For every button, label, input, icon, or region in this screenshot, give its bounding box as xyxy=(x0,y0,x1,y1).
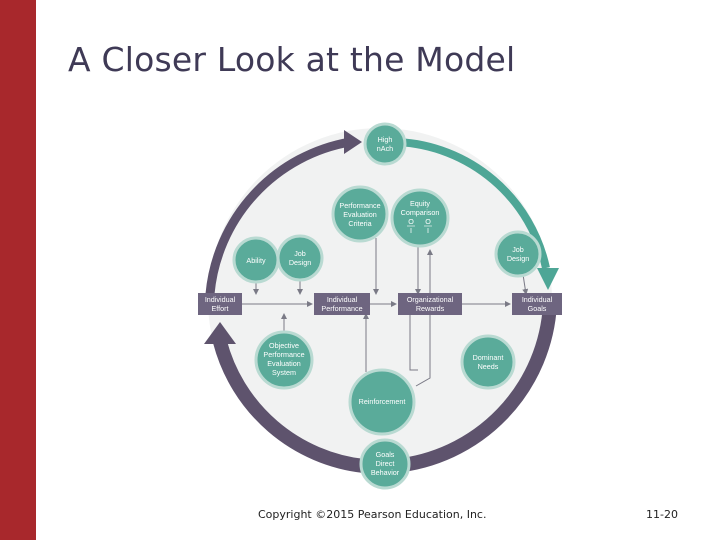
node-label: Reinforcement xyxy=(359,397,406,406)
node-label: Direct xyxy=(376,459,395,468)
node-equity-comparison: Equity Comparison O I O I xyxy=(390,188,450,248)
equity-formula-i: I xyxy=(427,226,429,235)
equity-formula-o: O xyxy=(425,217,431,226)
node-label: Performance xyxy=(263,350,304,359)
node-label: nAch xyxy=(377,144,393,153)
node-label: Ability xyxy=(246,256,266,265)
node-label: Behavior xyxy=(371,468,400,477)
outer-arc-bottom-left-head xyxy=(204,322,236,344)
box-organizational-rewards: Organizational Rewards xyxy=(398,293,462,315)
node-label: Dominant xyxy=(473,353,504,362)
node-label: Job xyxy=(294,249,306,258)
node-goals-direct-behavior: Goals Direct Behavior xyxy=(359,438,411,490)
box-individual-effort: Individual Effort xyxy=(198,293,242,315)
node-label: Goals xyxy=(376,450,395,459)
page-number: 11-20 xyxy=(646,508,678,521)
box-label: Effort xyxy=(211,304,228,313)
outer-arc-bottom-right xyxy=(393,303,557,473)
node-objective-performance-evaluation-system: Objective Performance Evaluation System xyxy=(254,330,314,390)
node-label: Criteria xyxy=(348,219,371,228)
node-label: Design xyxy=(289,258,311,267)
node-label: High xyxy=(378,135,393,144)
node-label: Design xyxy=(507,254,529,263)
node-label: Evaluation xyxy=(267,359,301,368)
outer-arc-bottom-left xyxy=(213,340,365,473)
node-label: System xyxy=(272,368,296,377)
box-label: Individual xyxy=(522,295,553,304)
node-label: Needs xyxy=(478,362,499,371)
node-label: Equity xyxy=(410,199,430,208)
accent-bar xyxy=(0,0,36,540)
box-label: Individual xyxy=(205,295,236,304)
node-job-design-right: Job Design xyxy=(494,230,542,278)
box-label: Individual xyxy=(327,295,358,304)
node-job-design-left: Job Design xyxy=(276,234,324,282)
outer-arc-top-right-head xyxy=(537,268,559,290)
node-label: Job xyxy=(512,245,524,254)
slide-title: A Closer Look at the Model xyxy=(68,40,516,79)
motivation-model-diagram: High nAch Performance Evaluation Criteri… xyxy=(198,122,562,490)
node-label: Evaluation xyxy=(343,210,377,219)
outer-arc-top-left xyxy=(205,137,351,295)
node-reinforcement: Reinforcement xyxy=(348,368,416,436)
outer-arc-top-left-head xyxy=(344,130,362,154)
node-high-nach: High nAch xyxy=(363,122,407,166)
node-label: Performance xyxy=(339,201,380,210)
box-individual-goals: Individual Goals xyxy=(512,293,562,315)
node-ability: Ability xyxy=(232,236,280,284)
box-label: Goals xyxy=(528,304,547,313)
node-dominant-needs: Dominant Needs xyxy=(460,334,516,390)
box-label: Organizational xyxy=(407,295,454,304)
equity-formula-o: O xyxy=(408,217,414,226)
node-label: Objective xyxy=(269,341,299,350)
box-label: Rewards xyxy=(416,304,445,313)
box-label: Performance xyxy=(321,304,362,313)
node-label: Comparison xyxy=(401,208,440,217)
equity-formula-i: I xyxy=(410,226,412,235)
box-individual-performance: Individual Performance xyxy=(314,293,370,315)
copyright-text: Copyright ©2015 Pearson Education, Inc. xyxy=(258,508,487,521)
node-performance-evaluation-criteria: Performance Evaluation Criteria xyxy=(331,185,389,243)
